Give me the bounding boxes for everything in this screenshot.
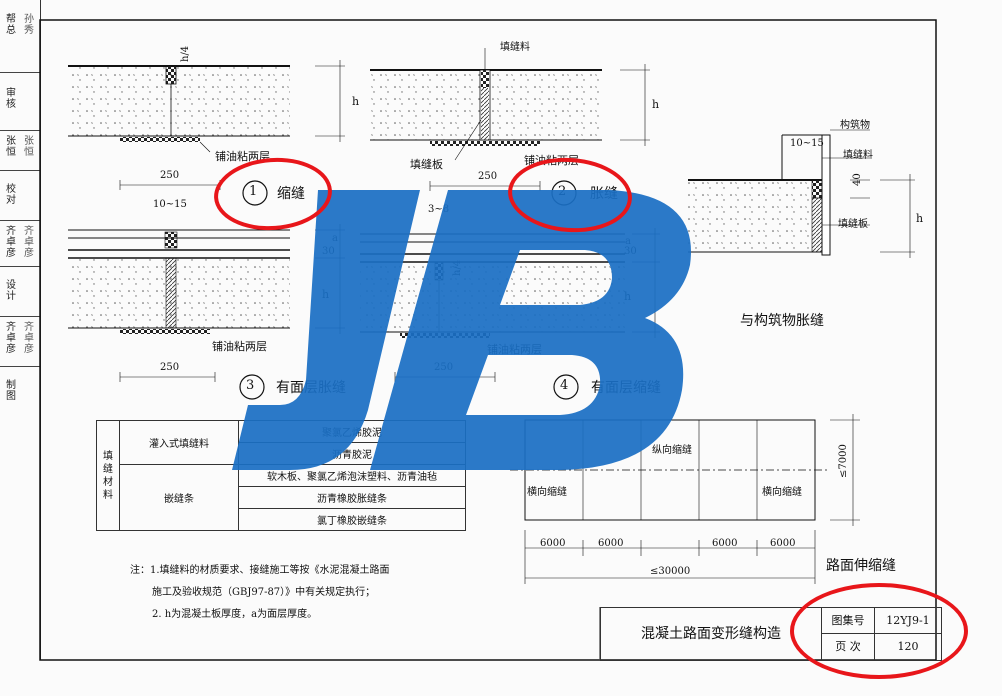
- material-item: 氯丁橡胶嵌缝条: [238, 508, 466, 531]
- sidebar-cell: 张恒 张恒: [0, 130, 40, 171]
- dim-h-label: h: [652, 98, 660, 111]
- sidebar-signature: 齐卓彦: [24, 322, 34, 355]
- joint-board-label: 填缝板: [410, 158, 443, 171]
- note-line: 注：1.填缝料的材质要求、接缝施工等按《水泥混凝土路面: [130, 565, 390, 576]
- joint-board-label: 填缝板: [838, 219, 868, 230]
- detail-4-number: 4: [560, 378, 569, 393]
- dim-width-label: 250: [478, 171, 498, 182]
- sidebar-cell: 齐卓彦 齐卓彦: [0, 220, 40, 267]
- concrete-slab: [68, 66, 290, 136]
- filler-material-table: 填缝材料 灌入式填缝料 聚氯乙烯胶泥 沥青胶泥 嵌缝条 软木板、聚氯乙烯泡沫塑料…: [96, 420, 466, 531]
- fill-material-label: 填缝料: [843, 150, 873, 161]
- note-line: 2. h为混凝土板厚度，a为面层厚度。: [152, 609, 318, 620]
- dim-h-label: h: [322, 288, 330, 301]
- material-group-cell: 填缝材料: [96, 420, 120, 531]
- felt-note: 铺油粘两层: [487, 343, 542, 356]
- sidebar-cell: 设计: [0, 266, 40, 317]
- plan-dim-label: 6000: [770, 538, 796, 549]
- plan-total-label: ≤30000: [650, 566, 691, 577]
- material-item: 沥青橡胶胀缝条: [238, 486, 466, 509]
- plan-dim-label: 6000: [598, 538, 624, 549]
- dim-a-label: a: [332, 233, 338, 244]
- detail-4-title: 有面层缩缝: [591, 380, 661, 396]
- road-plan-drawing: [510, 414, 860, 584]
- plan-height-label: ≤7000: [838, 444, 849, 478]
- dim-30-label: 30: [624, 246, 637, 257]
- structure-joint-title: 与构筑物胀缝: [740, 313, 824, 329]
- strip-filler-label: 嵌缝条: [119, 464, 239, 531]
- dim-width-label: 250: [160, 170, 180, 181]
- detail-4-drawing: [360, 228, 660, 400]
- felt-note: 铺油粘两层: [212, 340, 267, 353]
- sidebar-role: 齐卓彦: [6, 226, 16, 259]
- detail-1-drawing: [68, 60, 345, 206]
- dim-a-label: a: [625, 236, 631, 247]
- dim-gap-label: 10~15: [790, 138, 824, 149]
- dim-h4-label: h/4: [180, 45, 191, 62]
- plan-dim-label: 6000: [712, 538, 738, 549]
- notes: 注：1.填缝料的材质要求、接缝施工等按《水泥混凝土路面 施工及验收规范（GBJ9…: [130, 560, 390, 626]
- dim-gap-label: 3~8: [428, 204, 450, 215]
- detail-3-number: 3: [246, 378, 255, 393]
- detail-3-title: 有面层胀缝: [276, 380, 346, 396]
- pour-filler-label: 灌入式填缝料: [119, 420, 239, 465]
- sidebar-cell: 校对: [0, 170, 40, 221]
- structure-label: 构筑物: [840, 120, 870, 131]
- dim-h-label: h: [916, 212, 924, 225]
- dim-width-label: 250: [160, 362, 180, 373]
- dim-h-label: h: [624, 290, 632, 303]
- dim-30-label: 30: [322, 246, 335, 257]
- material-item: 软木板、聚氯乙烯泡沫塑料、沥青油毡: [238, 464, 466, 487]
- sidebar-cell: 帮总 孙秀: [0, 0, 40, 73]
- sidebar-role: 设计: [6, 280, 16, 302]
- longitudinal-joint-label: 纵向缩缝: [652, 445, 692, 456]
- sidebar-cell: 齐卓彦 齐卓彦: [0, 316, 40, 367]
- dim-width-label: 250: [434, 362, 454, 373]
- felt-layer: [120, 137, 200, 142]
- sidebar-cell: 制图: [0, 366, 40, 416]
- sheet-border: [39, 19, 937, 661]
- sidebar-cell: 审核: [0, 72, 40, 131]
- transverse-joint-label: 横向缩缝: [527, 487, 567, 498]
- sidebar-role: 齐卓彦: [6, 322, 16, 355]
- highlight-oval-title-block: [790, 583, 968, 679]
- joint-filler: [481, 70, 489, 88]
- drawing-sheet: 帮总 孙秀 审核 张恒 张恒 校对 齐卓彦 齐卓彦 设计 齐卓彦 齐卓彦 制图: [0, 0, 942, 661]
- sidebar-signature: 张恒: [24, 136, 34, 158]
- plan-title: 路面伸缩缝: [826, 558, 896, 574]
- detail-2-drawing: [370, 48, 650, 206]
- dim-gap-label: 10~15: [153, 199, 187, 210]
- sidebar-signature: 齐卓彦: [24, 226, 34, 259]
- dim-h4-label: h/4: [452, 259, 463, 276]
- transverse-joint-label: 横向缩缝: [762, 487, 802, 498]
- joint-filler: [165, 65, 177, 85]
- plan-dim-label: 6000: [540, 538, 566, 549]
- material-item: 聚氯乙烯胶泥: [238, 420, 466, 443]
- sidebar-role: 制图: [6, 380, 16, 402]
- drawing-title: 混凝土路面变形缝构造: [601, 608, 822, 660]
- detail-3-drawing: [68, 224, 345, 400]
- structure-wall: [821, 134, 831, 256]
- dim-40-label: 40: [852, 173, 863, 186]
- material-group-label: 填缝材料: [103, 450, 113, 501]
- structure-joint-drawing: [688, 129, 915, 258]
- sidebar-role: 张恒: [6, 136, 16, 158]
- felt-note: 铺油粘两层: [215, 150, 270, 163]
- sidebar-signature: 孙秀: [24, 14, 34, 36]
- sidebar-role: 校对: [6, 184, 16, 206]
- material-item: 沥青胶泥: [238, 442, 466, 465]
- sidebar-role: 审核: [6, 88, 16, 110]
- note-line: 施工及验收规范（GBJ97-87）》中有关规定执行；: [152, 587, 376, 598]
- sidebar-role: 帮总: [6, 14, 16, 36]
- felt-note: 铺油粘两层: [524, 154, 579, 167]
- dim-h-label: h: [352, 95, 360, 108]
- joint-board: [481, 88, 489, 140]
- fill-material-label: 填缝料: [500, 42, 530, 53]
